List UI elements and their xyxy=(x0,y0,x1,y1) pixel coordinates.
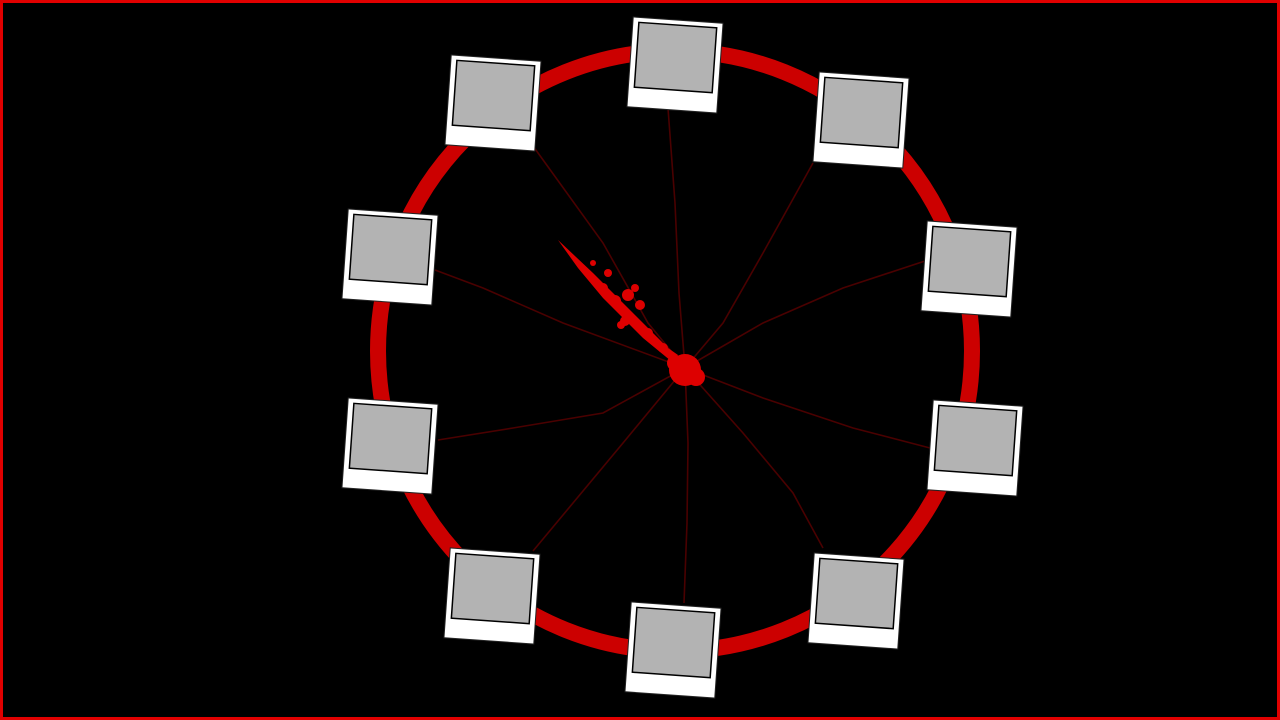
polaroid-photo xyxy=(920,220,1018,318)
polaroid-photo xyxy=(812,71,910,169)
photos-layer xyxy=(341,16,1024,699)
vein-line xyxy=(437,367,686,441)
vein-line xyxy=(684,260,926,369)
vein-line xyxy=(532,367,686,552)
photo-image-placeholder xyxy=(927,225,1012,298)
vein-line xyxy=(684,162,814,369)
vein-lines xyxy=(434,107,931,604)
vein-line xyxy=(434,269,686,369)
polaroid-photo xyxy=(341,397,439,495)
vein-line xyxy=(532,145,686,369)
vein-line xyxy=(683,367,689,604)
photo-image-placeholder xyxy=(348,402,433,475)
photo-image-placeholder xyxy=(450,552,535,625)
photo-image-placeholder xyxy=(633,21,718,94)
photo-image-placeholder xyxy=(451,59,536,132)
photo-image-placeholder xyxy=(819,76,904,149)
photo-image-placeholder xyxy=(631,606,716,679)
ring-diagram xyxy=(341,16,1024,699)
polaroid-photo xyxy=(444,54,542,152)
polaroid-photo xyxy=(624,601,722,699)
polaroid-photo xyxy=(926,399,1024,497)
vein-line xyxy=(667,107,686,369)
photo-image-placeholder xyxy=(348,213,433,286)
blood-splatter xyxy=(558,240,705,386)
photo-image-placeholder xyxy=(814,557,899,630)
polaroid-photo xyxy=(807,552,905,650)
polaroid-photo xyxy=(626,16,724,114)
polaroid-photo xyxy=(341,208,439,306)
vein-line xyxy=(684,367,824,549)
photo-image-placeholder xyxy=(933,404,1018,477)
vein-line xyxy=(684,367,931,449)
polaroid-photo xyxy=(443,547,541,645)
